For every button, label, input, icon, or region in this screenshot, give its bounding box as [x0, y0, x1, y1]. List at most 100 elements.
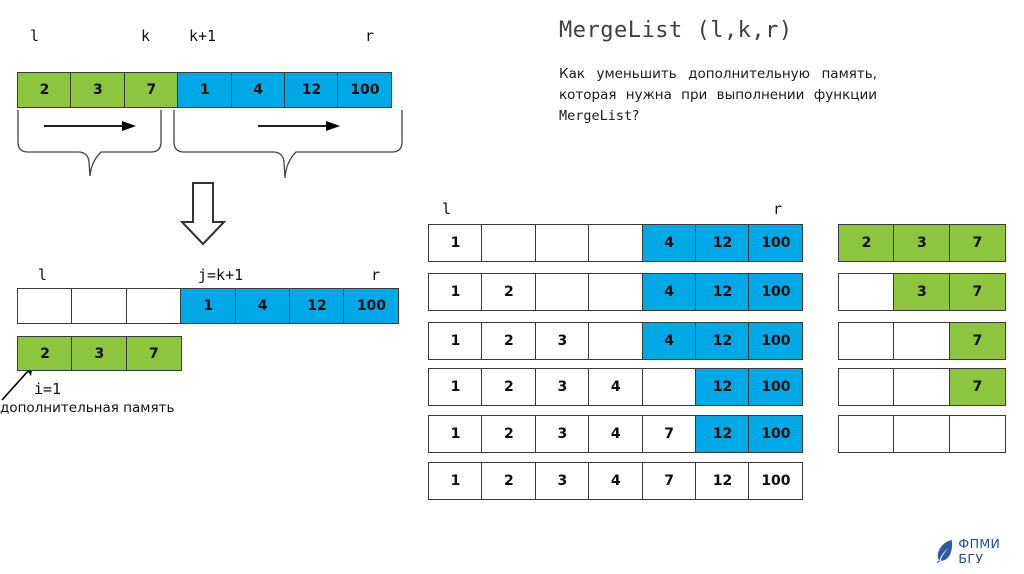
merge-step-main-cell: [641, 368, 697, 406]
merge-step-buffer-row: 7: [838, 322, 1006, 360]
merge-step-main-cell: [588, 273, 644, 311]
merge-step-buffer-row: [838, 415, 1006, 453]
middle-main-array-cell: [17, 288, 73, 324]
left-range-brace: [17, 110, 162, 177]
merge-step-buffer-cell: [838, 415, 895, 453]
top-array-label-k: k: [141, 27, 151, 45]
right-range-brace: [173, 110, 403, 179]
page-title: MergeList (l,k,r): [559, 18, 793, 43]
top-array-cell: 12: [284, 72, 340, 108]
merge-step-buffer-cell: [893, 368, 951, 406]
merge-step-main-cell: 4: [641, 322, 697, 360]
merge-step-main-cell: [588, 224, 644, 262]
merge-step-buffer-cell: 7: [948, 368, 1006, 406]
merge-step-main-cell: 3: [534, 415, 590, 453]
extra-memory-caption: дополнительная память: [0, 400, 175, 416]
extra-memory-buffer-array-cell: 3: [71, 336, 128, 371]
merge-step-main-cell: 12: [695, 224, 751, 262]
merge-step-main-cell: [534, 224, 590, 262]
merge-step-main-cell: 100: [748, 273, 804, 311]
merge-step-main-cell: 3: [534, 462, 590, 500]
top-array-label-kplus1: k+1: [189, 27, 217, 45]
top-array-cell: 7: [123, 72, 179, 108]
merge-step-main-cell: 12: [695, 462, 751, 500]
merge-step-buffer-cell: [838, 273, 895, 311]
merge-step-buffer-cell: 7: [948, 322, 1006, 360]
middle-main-array-cell: 4: [234, 288, 291, 324]
merge-step-buffer-cell: 7: [948, 273, 1006, 311]
top-array-cell: 2: [17, 72, 72, 108]
middle-main-array-cell: [71, 288, 128, 324]
merge-step-buffer-cell: [838, 322, 895, 360]
merge-step-main-cell: 12: [695, 273, 751, 311]
merge-step-main-cell: 100: [748, 322, 804, 360]
merge-step-main-cell: 1: [428, 322, 483, 360]
middle-array-label-j: j=k+1: [198, 266, 244, 284]
top-array-cell: 3: [70, 72, 126, 108]
top-array-cell: 4: [230, 72, 286, 108]
question-text-part1: Как уменьшить дополнительную память, кот…: [559, 66, 877, 103]
question-text: Как уменьшить дополнительную память, кот…: [559, 64, 877, 127]
buffer-index-label-i: i=1: [34, 380, 62, 398]
merge-step-main-cell: 1: [428, 462, 483, 500]
merge-step-buffer-cell: [948, 415, 1006, 453]
merge-step-main-cell: [588, 322, 644, 360]
top-array-label-r: r: [365, 27, 375, 45]
merge-step-buffer-cell: 7: [948, 224, 1006, 262]
merge-step-main-cell: 2: [481, 273, 537, 311]
merge-step-main-cell: [481, 224, 537, 262]
left-scan-arrow: [44, 121, 136, 131]
logo-text: ФПМИ БГУ: [958, 536, 1001, 566]
merge-step-buffer-cell: [893, 322, 951, 360]
question-text-part2: ?: [632, 108, 640, 124]
merge-step-main-cell: 12: [695, 415, 751, 453]
merge-step-main-cell: 4: [641, 224, 697, 262]
merge-step-main-cell: 3: [534, 322, 590, 360]
merge-step-main-cell: 1: [428, 273, 483, 311]
middle-main-array-cell: 1: [180, 288, 237, 324]
merge-step-main-cell: 1: [428, 415, 483, 453]
steps-label-l: l: [442, 200, 452, 218]
middle-main-array-cell: 100: [343, 288, 400, 324]
steps-label-r: r: [773, 200, 783, 218]
merge-step-main-cell: 100: [748, 462, 804, 500]
merge-step-buffer-cell: 2: [838, 224, 895, 262]
merge-step-main-cell: 2: [481, 322, 537, 360]
top-array-cell: 100: [337, 72, 393, 108]
merge-step-buffer-cell: 3: [893, 273, 951, 311]
merge-step-buffer-row: 7: [838, 368, 1006, 406]
top-array-label-l: l: [30, 27, 40, 45]
middle-array-label-r: r: [371, 266, 381, 284]
merge-step-main-cell: 2: [481, 462, 537, 500]
question-text-function-name: MergeList: [559, 108, 633, 124]
transition-down-arrow: [179, 182, 227, 246]
quill-feather-icon: [936, 539, 953, 564]
merge-step-main-cell: 4: [641, 273, 697, 311]
merge-step-main-cell: 4: [588, 462, 644, 500]
merge-step-main-cell: 100: [748, 368, 804, 406]
merge-step-main-cell: 7: [641, 462, 697, 500]
merge-step-main-cell: 4: [588, 368, 644, 406]
merge-step-buffer-cell: 3: [893, 224, 951, 262]
logo: ФПМИ БГУ: [936, 536, 1024, 566]
merge-step-main-cell: 1: [428, 368, 483, 406]
extra-memory-buffer-array-cell: 7: [125, 336, 182, 371]
merge-step-buffer-cell: [893, 415, 951, 453]
merge-step-main-cell: 7: [641, 415, 697, 453]
top-array-cell: 1: [177, 72, 233, 108]
middle-array-label-l: l: [38, 266, 48, 284]
merge-step-buffer-cell: [838, 368, 895, 406]
middle-main-array-cell: 12: [289, 288, 346, 324]
merge-step-main-cell: 2: [481, 415, 537, 453]
merge-step-main-cell: 12: [695, 368, 751, 406]
